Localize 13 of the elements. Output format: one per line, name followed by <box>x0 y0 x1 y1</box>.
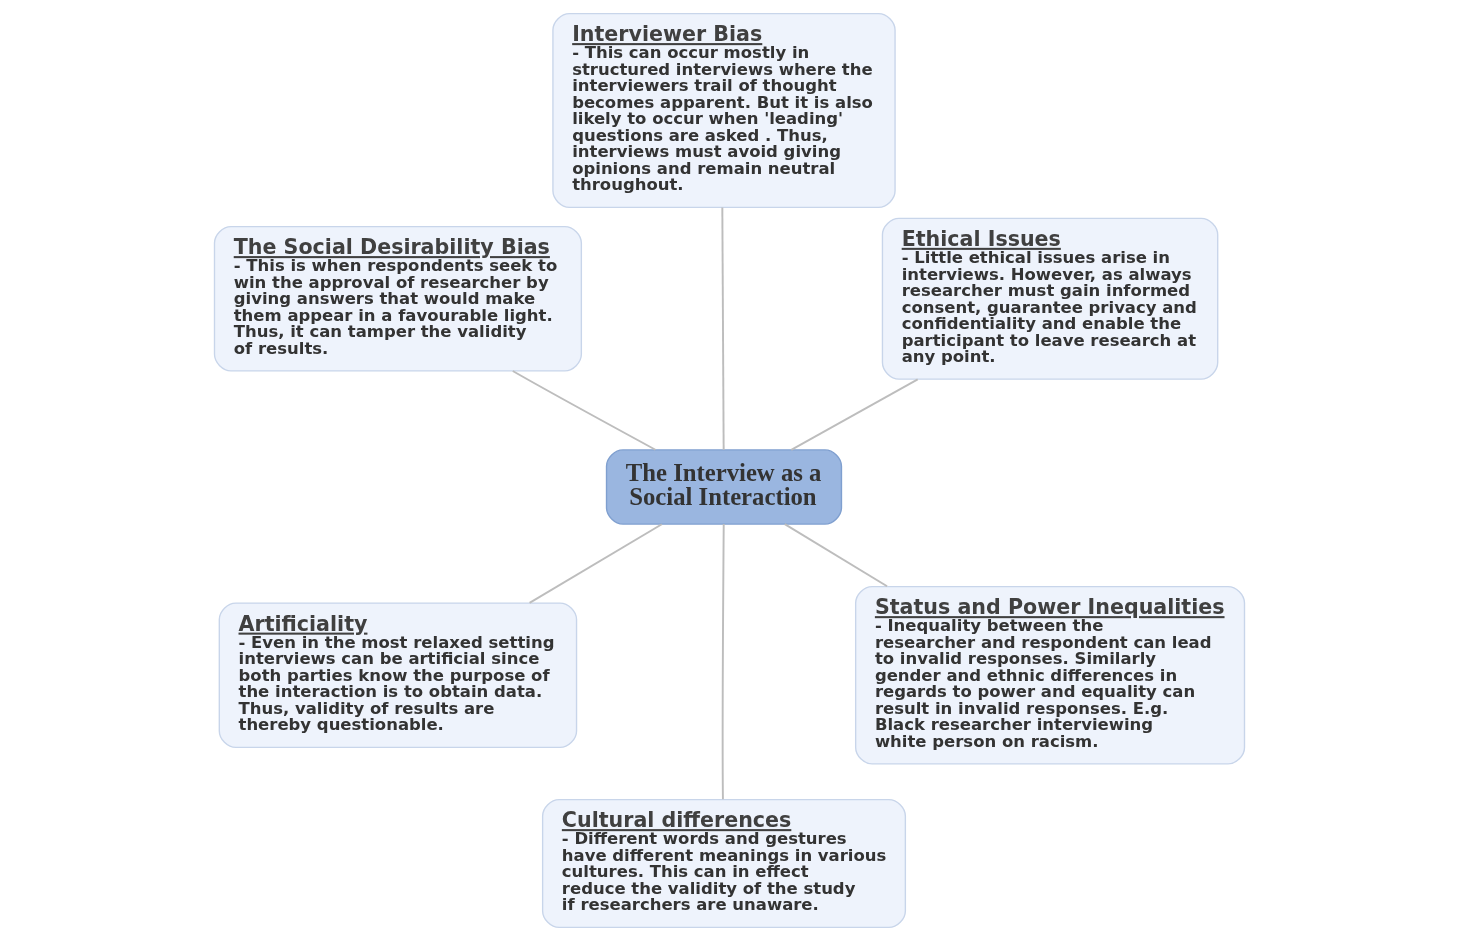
node-box: The Social Desirability Bias - This is when respondents seek to win the approval of researcher by giving answers that would make them appear in a favourable light. Thus, it can tamper the validity of results. <box>213 225 582 372</box>
connector <box>789 378 919 451</box>
node-box: Status and Power Inequalities - Inequality between the researcher and respondent can lead to invalid responses. Similarly gender and ethnic differences in regards to power and equality can result in invalid responses. E.g. Black researcher interviewing white person on racism. <box>854 585 1245 765</box>
connector <box>783 523 888 588</box>
node-box: Cultural differences - Different words and gestures have different meanings in various cultures. This can in effect reduce the validity of the study if researchers are unaware. <box>541 798 906 929</box>
connector <box>721 523 725 801</box>
node-box: The Interview as a Social Interaction <box>605 449 842 525</box>
node-box: Ethical Issues - Little ethical issues arise in interviews. However, as always researcher must gain informed consent, guarantee privacy and confidentiality and enable the participant to leave research at any point. <box>881 217 1218 380</box>
node-box: Interviewer Bias - This can occur mostly in structured interviews where the interviewers trail of thought becomes apparent. But it is also likely to occur when 'leading' questions are asked . Thus, interviews must avoid giving opinions and remain neutral throughout. <box>551 12 896 209</box>
connector <box>720 206 725 451</box>
node-box: Artificiality - Even in the most relaxed setting interviews can be artificial since both parties know the purpose of the interaction is to obtain data. Thus, validity of results are thereby questionable. <box>218 602 577 749</box>
connector <box>511 370 656 451</box>
connector <box>528 523 663 604</box>
